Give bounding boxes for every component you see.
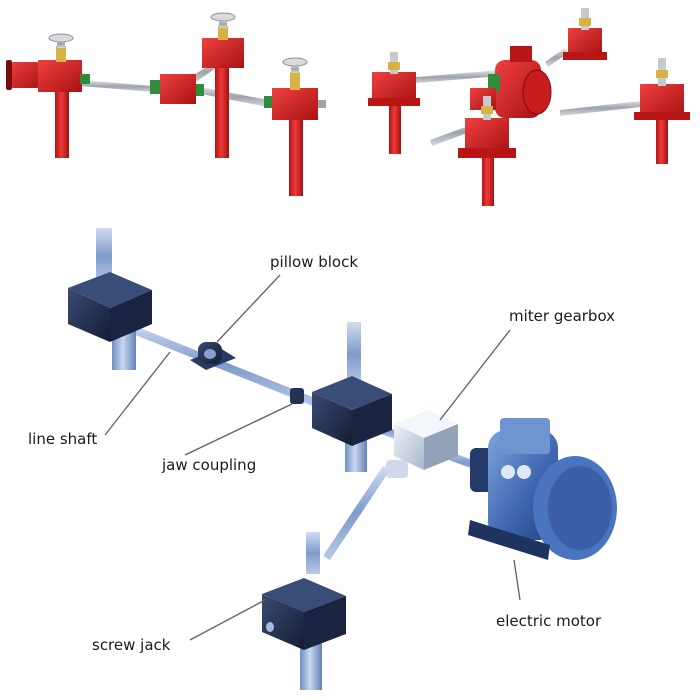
pillow-block [190, 342, 236, 370]
red-screw-jack-3 [264, 57, 326, 196]
blue-jack-system: pillow block miter gearbox line shaft ja… [28, 228, 617, 690]
red-screw-jack-b [563, 8, 607, 60]
label-line-shaft: line shaft [28, 430, 97, 448]
red-screw-jack-1 [38, 33, 90, 158]
blue-screw-jack-2 [312, 322, 392, 472]
red-screw-jack-a [368, 52, 420, 154]
label-pillow-block: pillow block [270, 253, 358, 271]
miter-gearbox [386, 410, 458, 478]
blue-screw-jack-3 [262, 532, 346, 690]
label-miter-gearbox: miter gearbox [509, 307, 615, 325]
label-screw-jack: screw jack [92, 636, 171, 654]
jaw-coupling [290, 388, 304, 404]
red-miter-gearbox [150, 74, 204, 104]
red-screw-jack-d [634, 58, 690, 164]
blue-screw-jack-1 [68, 228, 152, 370]
motor-red-left [6, 60, 42, 90]
label-jaw-coupling: jaw coupling [161, 456, 256, 474]
red-jack-arrangement-left [6, 12, 326, 196]
motor-red-right [488, 46, 552, 118]
label-electric-motor: electric motor [496, 612, 602, 630]
red-screw-jack-c [458, 96, 516, 206]
red-jack-arrangement-right [368, 8, 690, 206]
electric-motor [468, 418, 617, 560]
red-screw-jack-2 [202, 12, 244, 158]
leader-lines [104, 274, 521, 641]
